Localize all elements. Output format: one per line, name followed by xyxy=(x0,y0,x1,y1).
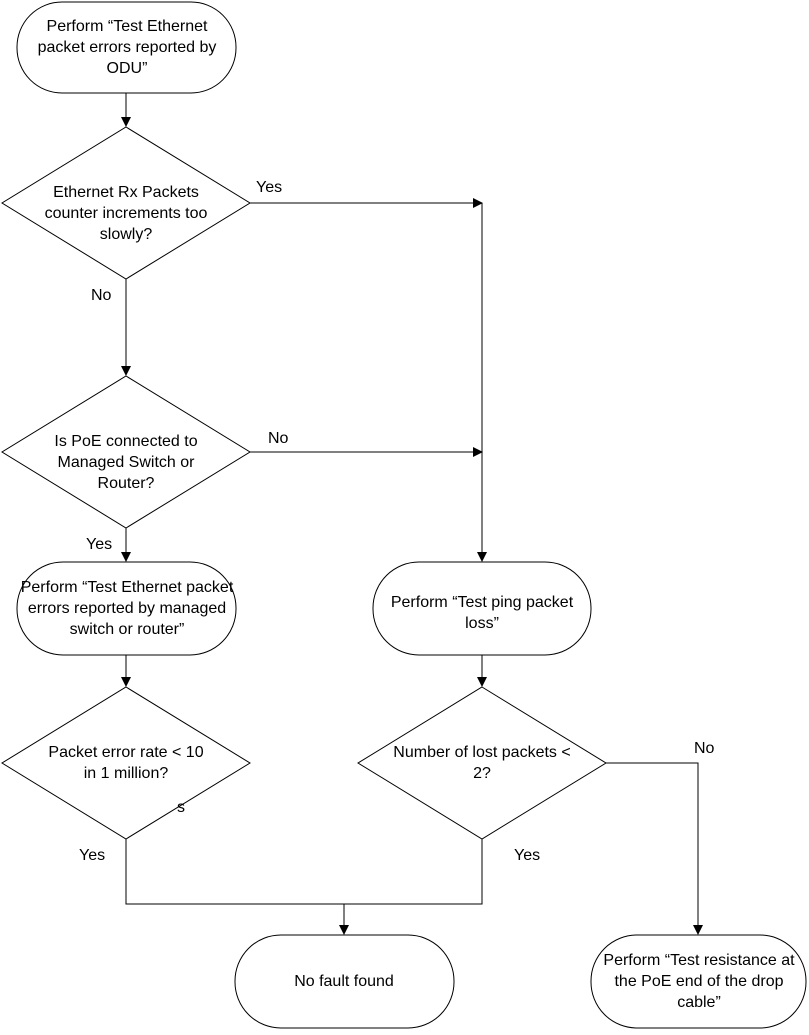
decision-rx-label: Ethernet Rx Packets counter increments t… xyxy=(44,184,208,243)
no-fault-terminal-shape xyxy=(234,934,455,1029)
edge-label-error-rate-yes: Yes xyxy=(79,847,106,864)
start-node-label: Perform “Test Ethernet packet errors rep… xyxy=(37,18,217,77)
test-ping-node-label: Perform “Test ping packet loss” xyxy=(390,594,574,632)
test-resistance-node-label: Perform “Test resistance at the PoE end … xyxy=(603,952,795,1011)
edge-label-lost-yes: Yes xyxy=(514,847,541,864)
edge-label-fragment: s xyxy=(177,799,185,816)
edge-lost-no xyxy=(606,762,703,935)
edge-error-rate-yes xyxy=(125,839,483,905)
edge-label-rx-no: No xyxy=(91,287,112,304)
edge-label-poe-no: No xyxy=(268,430,289,447)
edge-label-rx-yes: Yes xyxy=(256,179,283,196)
test-resistance-terminal-shape xyxy=(590,934,807,1029)
decision-lost-label: Number of lost packets < 2? xyxy=(393,744,571,782)
decision-poe-label: Is PoE connected to Managed Switch or Ro… xyxy=(54,433,198,492)
decision-error-rate-label: Packet error rate < 10 in 1 million? xyxy=(48,744,204,782)
test-switch-node-label: Perform “Test Ethernet packet errors rep… xyxy=(20,579,234,638)
edge-label-poe-yes: Yes xyxy=(86,536,113,553)
edge-label-lost-no: No xyxy=(694,740,715,757)
no-fault-node-label: No fault found xyxy=(294,973,394,990)
